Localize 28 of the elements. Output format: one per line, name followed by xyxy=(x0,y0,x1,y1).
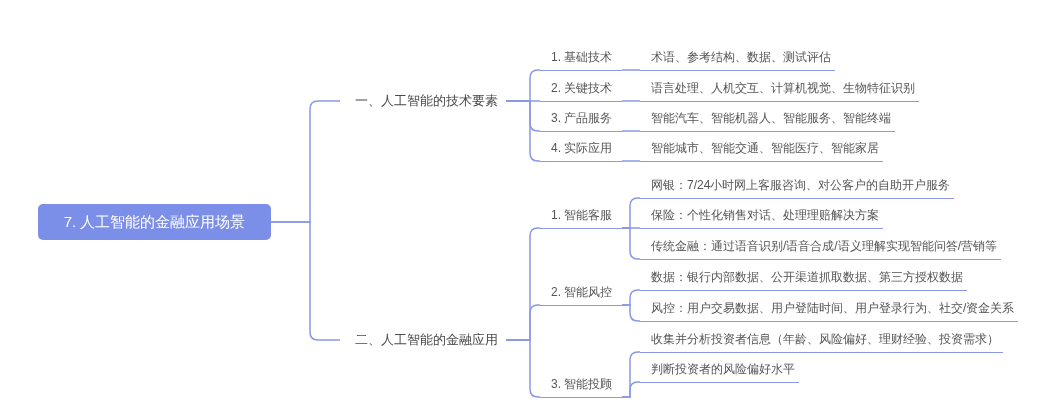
subtopic-label: 2. 关键技术 xyxy=(540,76,622,102)
connector-line xyxy=(621,69,641,71)
central-topic-box: 7. 人工智能的金融应用场景 xyxy=(38,204,271,240)
subtopic-label: 4. 实际应用 xyxy=(540,136,622,162)
detail-label: 术语、参考结构、数据、测试评估 xyxy=(640,45,835,71)
detail-label: 传统金融：通过语音识别/语音合成/语义理解实现智能问答/营销等 xyxy=(640,234,1001,260)
connector-line xyxy=(621,100,641,102)
detail-label: 智能汽车、智能机器人、智能服务、智能终端 xyxy=(640,106,895,132)
detail-label: 网银：7/24小时网上客服咨询、对公客户的自助开户服务 xyxy=(640,173,955,199)
connector-line xyxy=(621,130,641,132)
detail-label: 语言处理、人机交互、计算机视觉、生物特征识别 xyxy=(640,76,919,102)
connector-line xyxy=(621,304,641,322)
detail-label: 收集并分析投资者信息（年龄、风险偏好、理财经验、投资需求） xyxy=(640,327,1003,353)
detail-label: 风控：用户交易数据、用户登陆时间、用户登录行为、社交/资金关系 xyxy=(640,296,1019,322)
detail-label: 保险：个性化销售对话、处理理赔解决方案 xyxy=(640,203,883,229)
connector-line xyxy=(270,221,341,341)
connector-line xyxy=(621,160,641,162)
subtopic-label: 3. 产品服务 xyxy=(540,106,622,132)
detail-label: 数据：银行内部数据、公开渠道抓取数据、第三方授权数据 xyxy=(640,265,967,291)
subtopic-label: 2. 智能风控 xyxy=(540,280,622,306)
detail-label: 智能城市、智能交通、智能医疗、智能家居 xyxy=(640,136,883,162)
subtopic-label: 3. 智能投顾 xyxy=(540,372,622,398)
subtopic-label: 1. 智能客服 xyxy=(540,203,622,229)
main-topic-label: 一、人工智能的技术要素 xyxy=(340,90,506,112)
main-topic-label: 二、人工智能的金融应用 xyxy=(340,329,506,351)
subtopic-label: 1. 基础技术 xyxy=(540,45,622,71)
connector-line xyxy=(621,381,641,398)
detail-label: 判断投资者的风险偏好水平 xyxy=(640,357,799,383)
